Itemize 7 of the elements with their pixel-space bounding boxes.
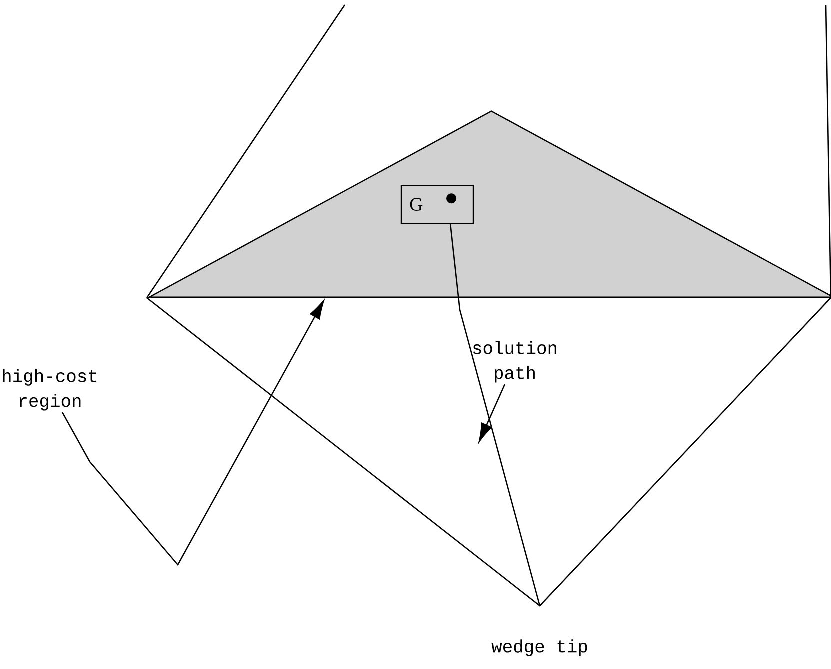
leader-line (62, 300, 324, 566)
callout-text: solution path (473, 341, 556, 383)
callout-text: high-cost region (3, 369, 97, 411)
label-text: wedge tip (492, 640, 588, 656)
shaded-triangle (147, 110, 831, 298)
leader-line (478, 384, 506, 442)
goal-box: G (400, 185, 474, 224)
